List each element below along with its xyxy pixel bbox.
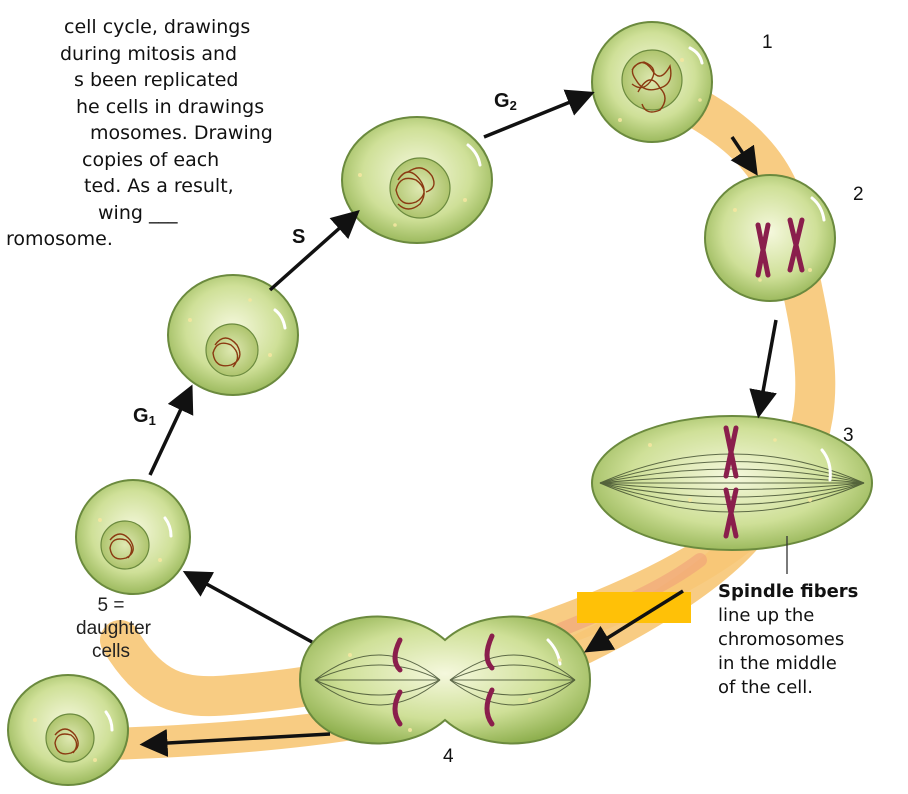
paragraph-line: he cells in drawings: [76, 94, 250, 121]
instruction-paragraph: cell cycle, drawings during mitosis and …: [0, 14, 250, 253]
paragraph-line: wing ___: [98, 200, 250, 227]
spindle-line: in the middle: [718, 652, 908, 676]
spindle-line: chromosomes: [718, 628, 908, 652]
label-4: 4: [443, 746, 454, 768]
label-2: 2: [853, 184, 864, 206]
label-g2: G2: [494, 90, 517, 113]
cell-g1: [168, 275, 298, 395]
paragraph-line: copies of each: [82, 147, 250, 174]
paragraph-line: mosomes. Drawing: [90, 120, 250, 147]
label-g1: G1: [133, 405, 156, 428]
arrow-4-5upper: [192, 576, 312, 642]
cell-4: [300, 617, 590, 744]
spindle-line: of the cell.: [718, 676, 908, 700]
spindle-fibers-note: Spindle fibers line up the chromosomes i…: [718, 580, 908, 700]
cell-2: [705, 175, 835, 301]
daughter-line1: daughter: [76, 617, 146, 640]
cell-3: [592, 416, 872, 574]
daughter-line2: cells: [76, 640, 146, 663]
paragraph-line: cell cycle, drawings: [64, 14, 250, 41]
cell-s: [342, 117, 492, 243]
spindle-title: Spindle fibers: [718, 580, 908, 604]
paragraph-line: romosome.: [6, 226, 250, 253]
label-5: 5 =: [76, 594, 146, 617]
paragraph-line: ted. As a result,: [84, 173, 250, 200]
label-s: S: [292, 226, 305, 249]
paragraph-line: during mitosis and: [60, 41, 250, 68]
label-5-daughter-cells: 5 = daughter cells: [76, 594, 146, 663]
cell-5-lower: [8, 675, 128, 785]
cell-5-upper: [76, 480, 190, 594]
cell-1: [592, 22, 712, 142]
paragraph-line: s been replicated: [74, 67, 250, 94]
label-1: 1: [762, 32, 773, 54]
spindle-line: line up the: [718, 604, 908, 628]
arrow-2-3: [760, 320, 776, 408]
label-3: 3: [843, 425, 854, 447]
arrow-s: [270, 217, 352, 290]
